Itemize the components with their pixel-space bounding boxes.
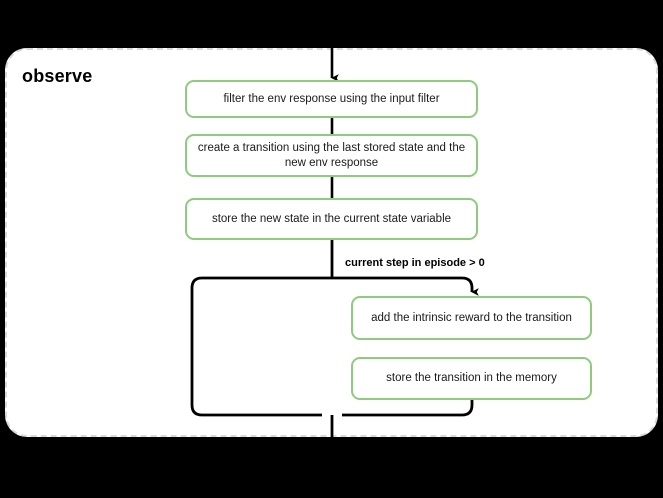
step-filter-env-response[interactable]: filter the env response using the input …	[185, 80, 478, 118]
step-add-intrinsic-reward[interactable]: add the intrinsic reward to the transiti…	[351, 296, 592, 340]
branch-condition-label: current step in episode > 0	[345, 257, 485, 269]
step-store-transition-memory[interactable]: store the transition in the memory	[351, 357, 592, 400]
page-title: observe	[22, 66, 93, 86]
step-store-new-state[interactable]: store the new state in the current state…	[185, 198, 478, 240]
step-create-transition[interactable]: create a transition using the last store…	[185, 134, 478, 177]
